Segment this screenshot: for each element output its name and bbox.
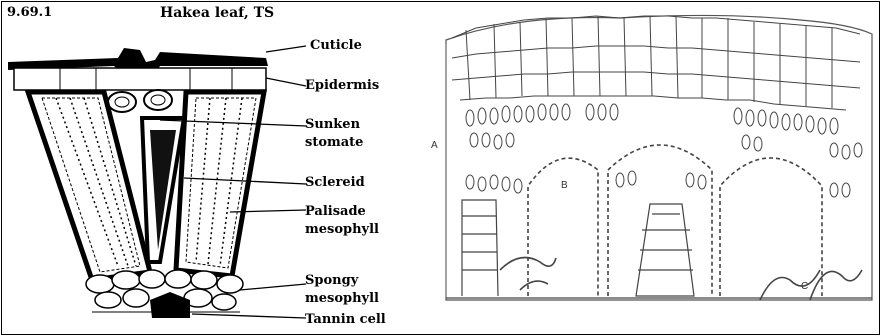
letter-a: A (431, 140, 438, 151)
letter-b: B (561, 180, 568, 191)
letter-c: C (801, 281, 808, 292)
